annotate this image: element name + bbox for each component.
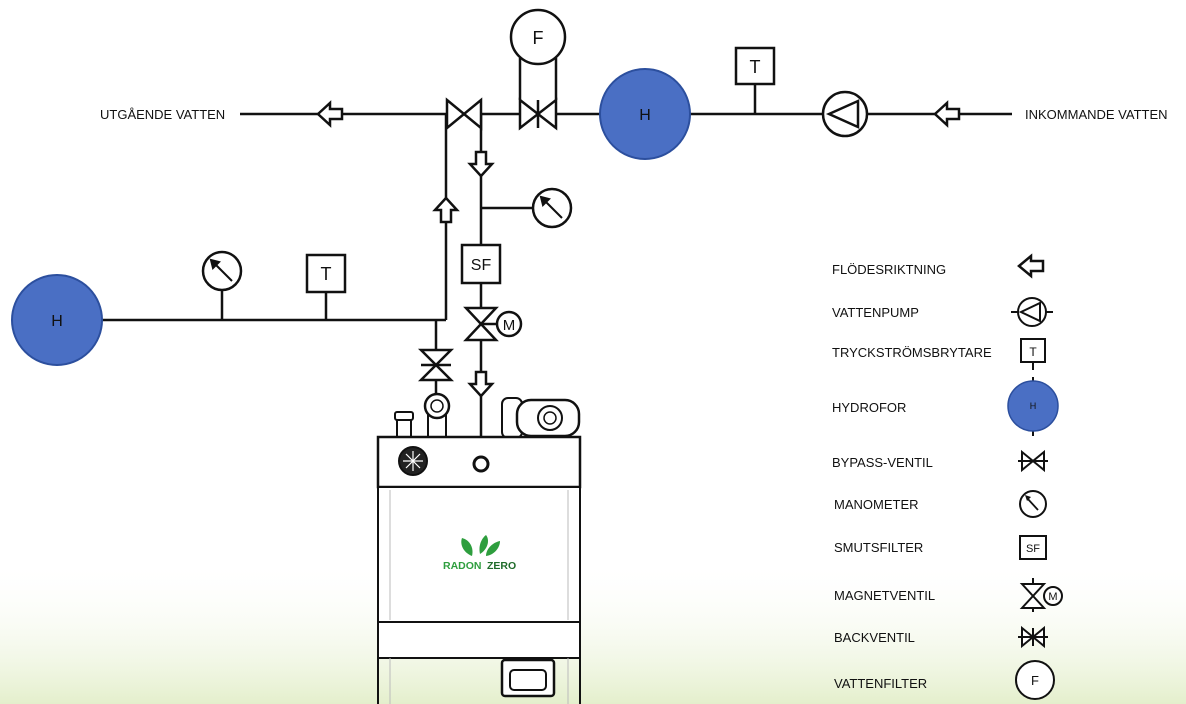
legend: FLÖDESRIKTNING VATTENPUMP TRYCKSTRÖMSBRY… <box>832 253 1063 700</box>
legend-symbol-h: H <box>1030 401 1037 411</box>
flow-arrow-down-top-icon <box>467 150 495 178</box>
legend-label-manometer: MANOMETER <box>834 497 919 512</box>
legend-label-check-valve: BACKVENTIL <box>834 630 915 645</box>
check-valve-icon <box>1018 625 1048 649</box>
incoming-water-label: INKOMMANDE VATTEN <box>1025 107 1168 122</box>
valves <box>417 97 558 382</box>
manometer-needles <box>209 195 563 282</box>
pressure-switch-top-icon <box>734 46 776 86</box>
logo-leaf-left <box>461 538 473 556</box>
radon-unit: RADON ZERO <box>376 392 582 704</box>
legend-label-water-filter: VATTENFILTER <box>834 676 927 691</box>
legend-symbol-m: M <box>1048 591 1057 603</box>
legend-symbol-t: T <box>1029 345 1037 359</box>
tank-inlet-port <box>472 455 490 473</box>
dirt-filter-symbol: SF <box>471 257 492 274</box>
background-tint <box>0 560 1186 704</box>
legend-label-dirt-filter: SMUTSFILTER <box>834 540 923 555</box>
legend-label-bypass: BYPASS-VENTIL <box>832 455 933 470</box>
pressure-switch-top-symbol: T <box>750 57 761 77</box>
legend-label-pump: VATTENPUMP <box>832 305 919 320</box>
manometers <box>201 187 573 292</box>
pressure-switch-left-symbol: T <box>321 264 332 284</box>
flow-arrow-icon <box>1017 253 1045 279</box>
flow-arrows <box>316 100 961 398</box>
legend-label-hydrophore: HYDROFOR <box>832 400 906 415</box>
tank-body <box>377 486 581 623</box>
logo-leaf-right <box>486 541 500 556</box>
hydrophore-icon <box>1007 380 1059 432</box>
magnet-symbol: M <box>503 317 516 334</box>
flow-arrow-down-tank-icon <box>467 370 495 398</box>
pressure-switch-left-icon <box>305 253 347 294</box>
hydrophore-left-symbol: H <box>51 313 63 330</box>
pressure-switch-icon <box>1020 338 1046 363</box>
bypass-valve-top-icon <box>445 97 483 131</box>
legend-label-pressure-switch: TRYCKSTRÖMSBRYTARE <box>832 345 992 360</box>
pump-icon <box>821 90 869 138</box>
brand-name-zero: ZERO <box>487 560 516 572</box>
flow-arrow-incoming-icon <box>933 100 961 128</box>
legend-label-flow: FLÖDESRIKTNING <box>832 262 946 277</box>
vent-fitting <box>396 419 412 439</box>
dirt-filter-icon <box>1019 535 1047 560</box>
brand-name-radon: RADON <box>443 560 482 572</box>
flow-arrow-outgoing-icon <box>316 100 344 128</box>
dirt-filter-icon <box>460 243 502 285</box>
hydrophore-left-icon <box>11 274 103 366</box>
outgoing-water-label: UTGÅENDE VATTEN <box>100 107 225 122</box>
solenoid-valve-icon <box>1019 578 1063 612</box>
hydrophore-top-symbol: H <box>639 107 651 124</box>
water-filter-icon <box>509 8 567 66</box>
legend-label-solenoid: MAGNETVENTIL <box>834 588 935 603</box>
flow-arrow-up-icon <box>432 196 460 224</box>
pump-icon <box>1011 297 1053 327</box>
water-filter-icon <box>1015 660 1055 700</box>
logo-leaf-mid <box>479 535 488 554</box>
bypass-valve-icon <box>1018 449 1048 473</box>
tank-base <box>377 621 581 659</box>
legend-symbol-f: F <box>1031 673 1039 688</box>
water-filter-symbol: F <box>533 28 544 48</box>
legend-symbol-sf: SF <box>1026 543 1040 555</box>
radon-zero-logo-icon <box>461 535 500 556</box>
hydrophore-top-icon <box>599 68 691 160</box>
